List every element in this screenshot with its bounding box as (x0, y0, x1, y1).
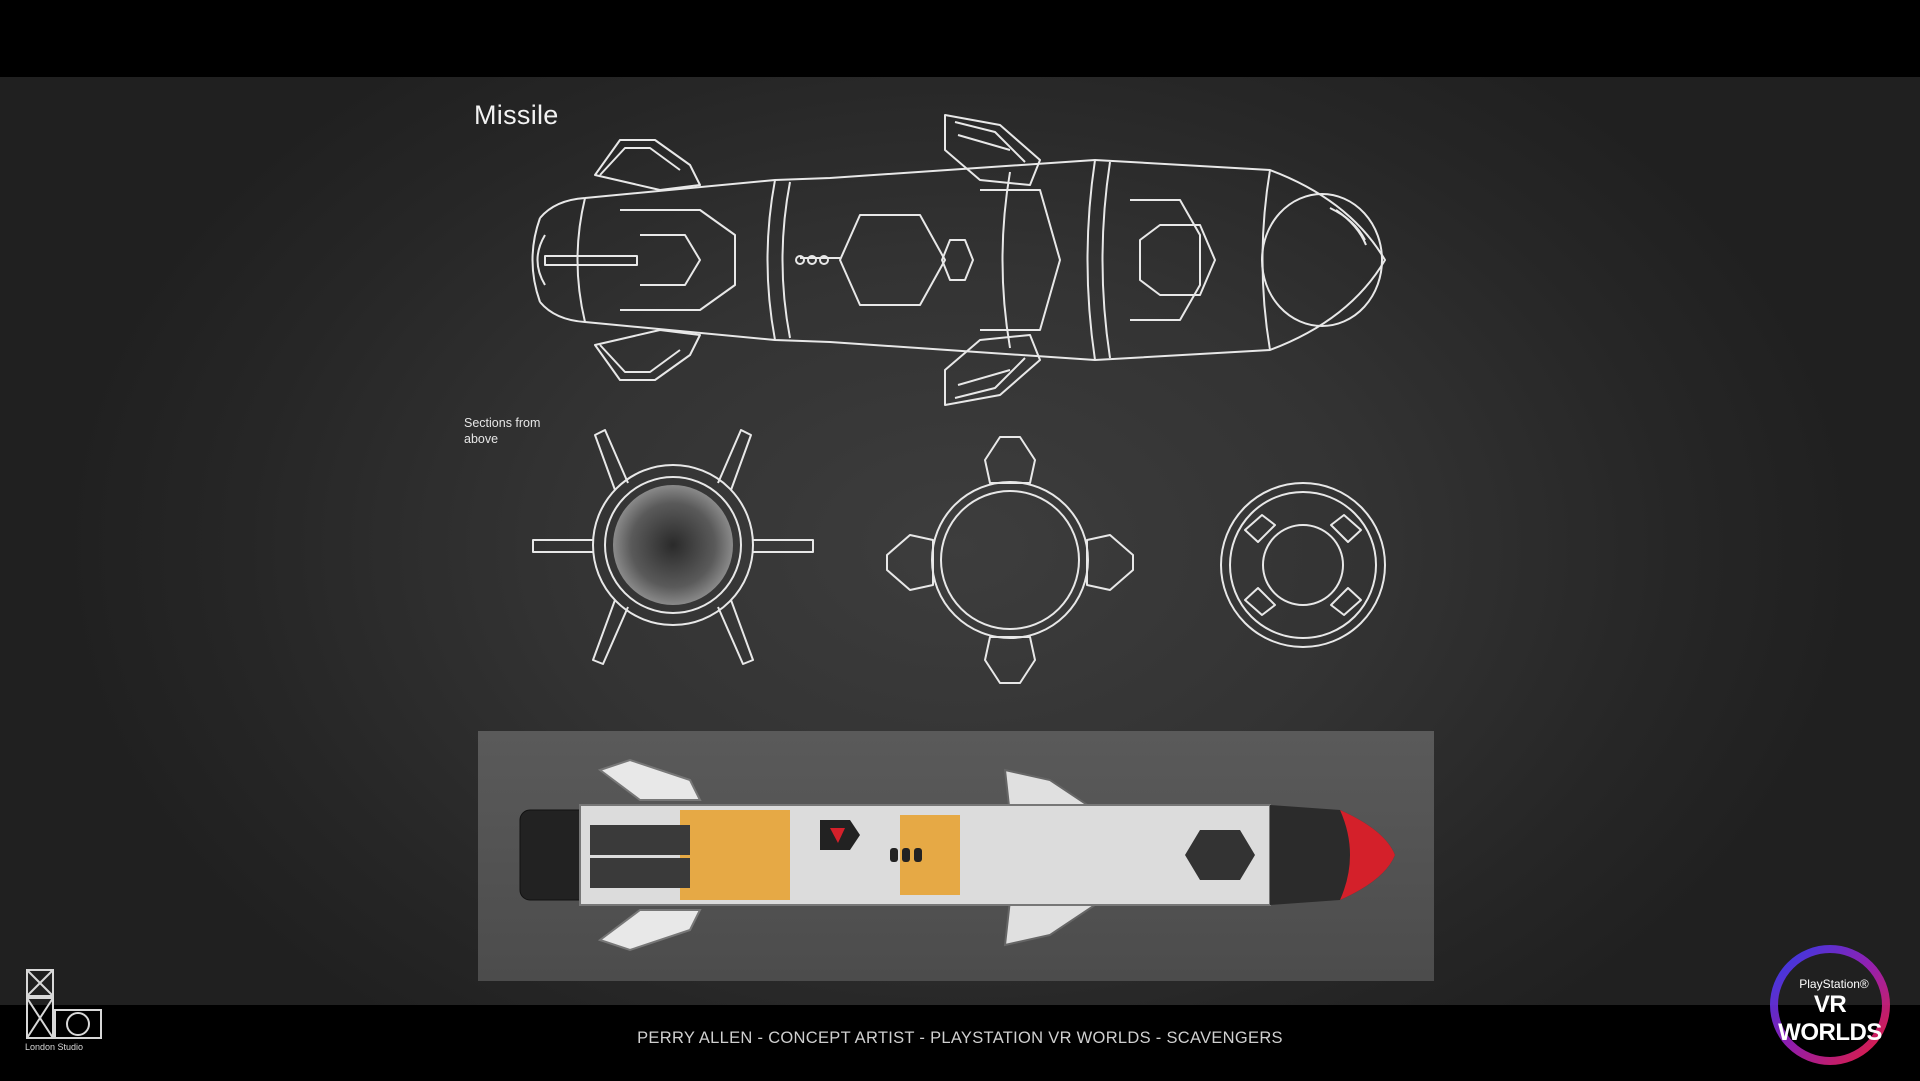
bottom-letterbox (0, 1005, 1920, 1081)
section-front (1220, 482, 1386, 648)
top-letterbox (0, 0, 1920, 77)
section-rear (532, 429, 814, 665)
page-title: Missile (474, 100, 559, 130)
brand-large: VR WORLDS (1778, 991, 1882, 1046)
london-studio-logo (26, 969, 102, 1039)
section-rear-bore (613, 485, 733, 605)
body-panels (544, 189, 1216, 331)
nose-cone (1261, 193, 1383, 327)
missile-body-outline (531, 159, 1386, 361)
studio-name: London Studio (25, 1042, 84, 1052)
footer-credit: PERRY ALLEN - CONCEPT ARTIST - PLAYSTATI… (637, 1029, 1283, 1047)
render-body (519, 804, 1395, 906)
sections-label: Sections from above (464, 416, 541, 446)
front-fin-top (944, 114, 1041, 186)
render-fins (597, 758, 1099, 952)
section-middle (886, 436, 1134, 684)
front-fin-bottom (944, 334, 1041, 406)
brand-small: PlayStation® (1799, 977, 1869, 991)
playstation-vr-worlds-logo (1770, 945, 1890, 1065)
